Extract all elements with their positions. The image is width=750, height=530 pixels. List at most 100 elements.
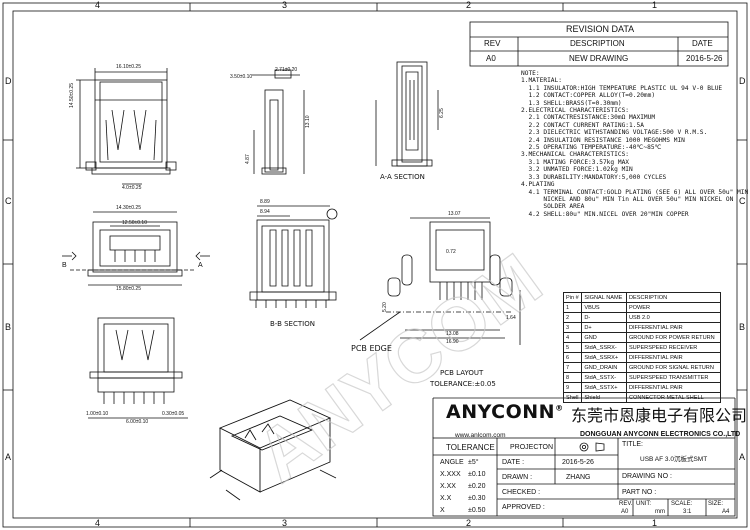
- tolerance-value: ±0.20: [468, 483, 486, 490]
- scale-value: 3:1: [683, 509, 692, 515]
- pin-description: GROUND FOR POWER RETURN: [625, 332, 722, 343]
- pin-description: DIFFERENTIAL PAIR: [625, 322, 722, 333]
- pin-header-pin: Pin #: [562, 292, 583, 303]
- dim-pcb-top: 13.07: [448, 211, 461, 217]
- pin-signal: VBUS: [581, 302, 627, 313]
- projection-symbol: [579, 442, 589, 452]
- dim-side-h2: 4.87: [245, 154, 251, 164]
- pcb-layout-view: [359, 217, 521, 345]
- revision-date-value: 2016-5-26: [686, 54, 723, 63]
- dim-bb-left: 8.94: [260, 209, 270, 215]
- revision-header-description: DESCRIPTION: [570, 39, 625, 48]
- iso-view: [209, 399, 337, 501]
- tolerance-value: ±0.10: [468, 471, 486, 478]
- dim-top-height: 14.50±0.25: [69, 83, 75, 108]
- tolerance-note: TOLERANCE:±0.05: [430, 380, 496, 388]
- side-view: [252, 69, 305, 175]
- note-line: 2.5 OPERATING TEMPERATURE:-40℃~85℃: [521, 144, 662, 152]
- dim-pcb-h: 5.20: [382, 302, 388, 312]
- part-no-label: PART NO :: [622, 489, 657, 496]
- pin-signal: GND: [581, 332, 627, 343]
- pin-description: SUPERSPEED TRANSMITTER: [625, 372, 722, 383]
- dim-front-bottom: 15.80±0.25: [116, 286, 141, 292]
- pin-signal: Shield: [581, 392, 627, 403]
- pin-number: 9: [562, 382, 583, 393]
- pin-signal: GND_DRAIN: [581, 362, 627, 373]
- company-name-cn: 东莞市恩康电子有限公司: [571, 406, 748, 425]
- pin-number: 4: [562, 332, 583, 343]
- section-arrow-a: A: [198, 262, 203, 269]
- bb-section-view: [249, 205, 338, 308]
- pin-description: SUPERSPEED RECEIVER: [625, 342, 722, 353]
- dim-side-a: 3.50±0.10: [230, 74, 253, 80]
- revision-rev-value: A0: [486, 54, 496, 63]
- note-line: 2.2 CONTACT CURRENT RATING:1.5A: [521, 121, 644, 129]
- pin-description: DIFFERENTIAL PAIR: [625, 382, 722, 393]
- size-label: SIZE:: [708, 501, 724, 507]
- title-value: USB AF 3.0沉板式SMT: [640, 456, 708, 463]
- revision-header-date: DATE: [692, 39, 713, 48]
- pcb-layout-label: PCB LAYOUT: [440, 369, 484, 377]
- dim-bottom-mid: 6.00±0.10: [126, 419, 149, 425]
- note-line: 1.3 SHELL:BRASS(T=0.30mm): [521, 99, 622, 107]
- date-value: 2016-5-26: [562, 459, 594, 466]
- pin-number: 5: [562, 342, 583, 353]
- note-line: 4.PLATING: [521, 181, 555, 189]
- tolerance-key: X: [440, 507, 445, 514]
- note-line: 4.2 SHELL:80u" MIN.NICEL OVER 20"MIN COP…: [521, 210, 689, 218]
- dim-side-h: 13.10: [305, 115, 311, 128]
- tolerance-value: ±0.50: [468, 507, 486, 514]
- scale-label: SCALE:: [671, 501, 693, 507]
- revision-description-value: NEW DRAWING: [569, 54, 629, 63]
- pin-description: GROUND FOR SIGNAL RETURN: [625, 362, 722, 373]
- zone-right-c: C: [739, 196, 746, 206]
- zone-top-2: 2: [466, 0, 472, 10]
- pin-header-description: DESCRIPTION: [625, 292, 722, 303]
- revision-header-rev: REV: [484, 39, 501, 48]
- company-name-en: DONGGUAN ANYCONN ELECTRONICS CO.,LTD: [580, 431, 741, 438]
- zone-left-b: B: [5, 322, 12, 332]
- note-line: 2.4 INSULATION RESISTANCE 1000 MEGOHMS M…: [521, 136, 685, 144]
- note-line: 4.1 TERMINAL CONTACT:GOLD PLATING (SEE 6…: [521, 188, 749, 196]
- dim-top-width: 16.10±0.25: [116, 64, 141, 70]
- title-label: TITLE:: [622, 441, 644, 448]
- dim-bottom-right: 0.30±0.05: [162, 411, 185, 417]
- pin-number: 3: [562, 322, 583, 333]
- pin-number: 7: [562, 362, 583, 373]
- approved-label: APPROVED :: [502, 504, 545, 511]
- drawn-value: ZHANG: [566, 474, 591, 481]
- zone-top-3: 3: [282, 0, 288, 10]
- pin-number: 8: [562, 372, 583, 383]
- dim-top-tab: 4.0±0.25: [122, 185, 142, 191]
- dim-bottom-left: 1.00±0.10: [86, 411, 109, 417]
- pin-signal: StdA_SSRX-: [581, 342, 627, 353]
- dim-side-b: 2.71±0.20: [275, 67, 298, 73]
- drawing-no-label: DRAWING NO :: [622, 473, 672, 480]
- dim-front-width: 14.30±0.25: [116, 205, 141, 211]
- dim-bb-top: 8.89: [260, 199, 270, 205]
- pin-description: POWER: [625, 302, 722, 313]
- tolerance-title: TOLERANCE: [446, 443, 495, 452]
- pin-signal: StdA_SSRX+: [581, 352, 627, 363]
- aa-section-view: [375, 61, 439, 167]
- revision-table: [469, 21, 729, 67]
- tolerance-value: ±5°: [468, 459, 479, 466]
- tolerance-key: X.XXX: [440, 471, 461, 478]
- pin-number: 2: [562, 312, 583, 323]
- zone-right-a: A: [739, 452, 746, 462]
- company-website: www.anlcom.com: [455, 432, 506, 439]
- tolerance-key: X.X: [440, 495, 452, 502]
- section-arrow-b: B: [62, 262, 67, 269]
- note-line: NOTE:: [521, 70, 540, 77]
- zone-left-c: C: [5, 196, 12, 206]
- pin-number: Shell: [562, 392, 583, 403]
- zone-right-b: B: [739, 322, 746, 332]
